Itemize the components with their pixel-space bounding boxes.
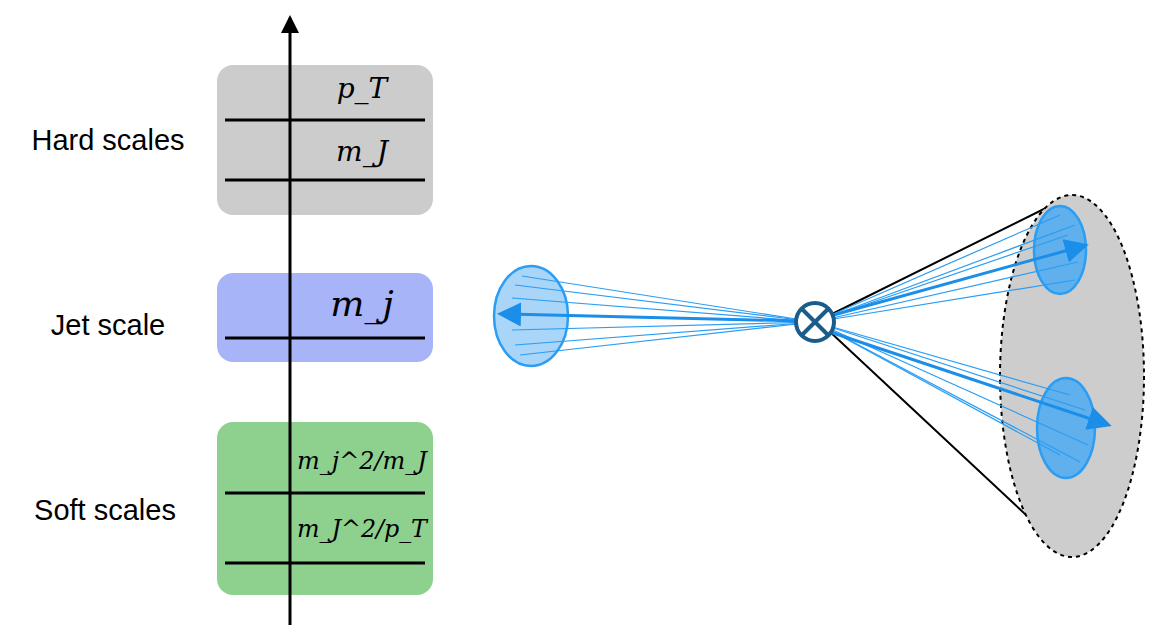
upper-subjet-tracks [815, 215, 1078, 322]
lower-subjet-axis [830, 332, 1106, 424]
upper-subjet [1034, 206, 1086, 294]
vertex-cross [802, 309, 828, 335]
scale-label: m_J^2/p_T [297, 515, 427, 543]
scale-band: Hard scalesp_Tm_J [217, 65, 433, 215]
band-lines [217, 273, 433, 362]
scale-label: m_j^2/m_J [297, 447, 427, 475]
band-heading: Hard scales [31, 124, 184, 157]
scale-label: m_J [336, 135, 388, 168]
band-heading: Jet scale [51, 309, 165, 342]
lower-subjet-tracks [815, 322, 1088, 462]
band-lines [217, 65, 433, 215]
left-jet-axis [503, 314, 800, 321]
scale-band: Soft scalesm_j^2/m_Jm_J^2/p_T [217, 422, 433, 595]
scale-axis [289, 18, 292, 625]
lower-subjet [1037, 378, 1095, 478]
scale-label: p_T [337, 72, 388, 105]
interaction-vertex [796, 303, 834, 341]
band-heading: Soft scales [34, 494, 176, 527]
scale-band: Jet scalem_j [217, 273, 433, 362]
upper-subjet-axis [830, 246, 1083, 316]
scale-label: m_j [330, 283, 393, 324]
